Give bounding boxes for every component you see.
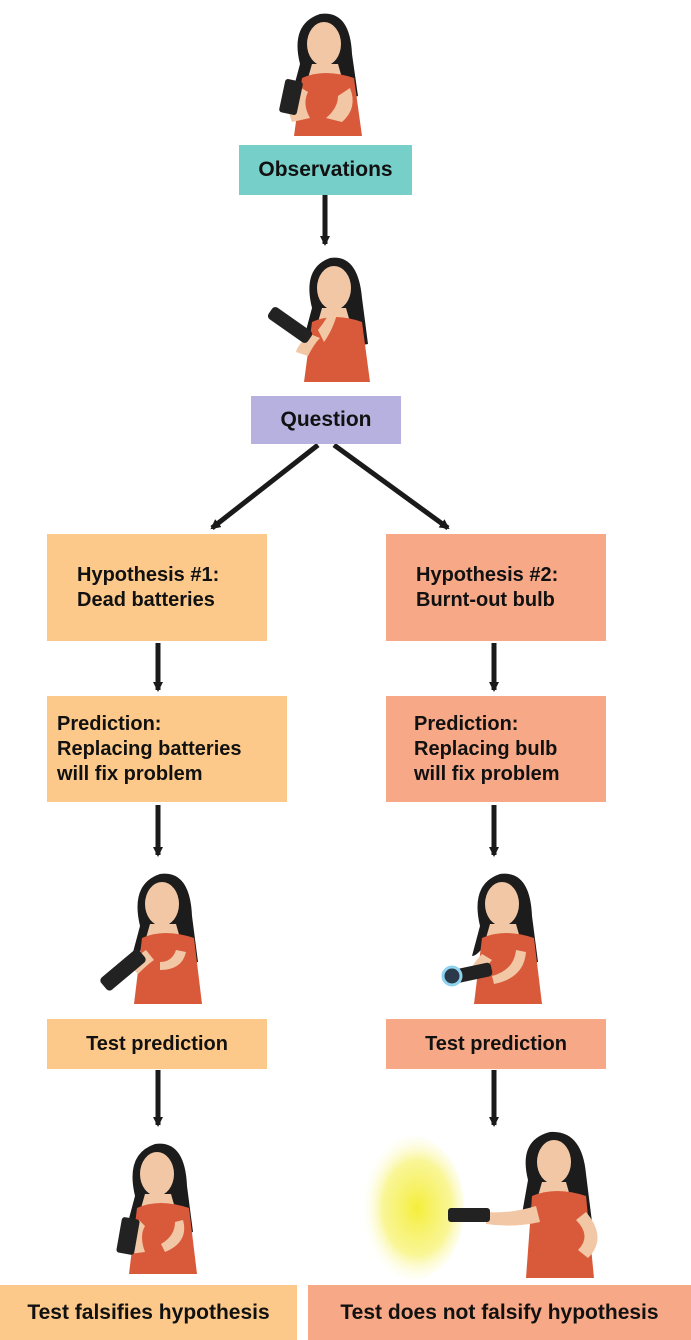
prediction-2-line-2: Replacing bulb — [414, 737, 558, 760]
prediction-2-title: Prediction: — [414, 712, 519, 735]
person-examining-flashlight-icon — [279, 13, 362, 136]
hypothesis-2-box: Hypothesis #2: Burnt-out bulb — [386, 534, 606, 641]
prediction-2-box: Prediction: Replacing bulb will fix prob… — [386, 696, 606, 802]
person-flashlight-off-icon — [116, 1143, 197, 1274]
prediction-1-title: Prediction: — [57, 712, 162, 735]
person-thinking-icon — [267, 257, 370, 382]
prediction-1-line-3: will fix problem — [57, 762, 203, 785]
question-box: Question — [251, 396, 401, 444]
result-2-box: Test does not falsify hypothesis — [308, 1285, 691, 1340]
result-1-box: Test falsifies hypothesis — [0, 1285, 297, 1340]
prediction-1-line-2: Replacing batteries — [57, 737, 242, 760]
hypothesis-1-title: Hypothesis #1: — [77, 563, 220, 586]
arrow-question-to-hyp1 — [210, 443, 320, 530]
hypothesis-2-text: Burnt-out bulb — [416, 588, 555, 611]
hypothesis-1-box: Hypothesis #1: Dead batteries — [47, 534, 267, 641]
hypothesis-1-text: Dead batteries — [77, 588, 215, 611]
person-replacing-bulb-icon — [441, 873, 542, 1004]
observations-box: Observations — [239, 145, 412, 195]
person-replacing-batteries-icon — [100, 873, 202, 1004]
person-flashlight-on-icon — [360, 1131, 598, 1280]
prediction-2-line-3: will fix problem — [414, 762, 560, 785]
prediction-1-box: Prediction: Replacing batteries will fix… — [47, 696, 287, 802]
hypothesis-2-title: Hypothesis #2: — [416, 563, 559, 586]
test-prediction-2-box: Test prediction — [386, 1019, 606, 1069]
arrow-question-to-hyp2 — [332, 442, 450, 531]
test-prediction-1-box: Test prediction — [47, 1019, 267, 1069]
light-beam — [360, 1136, 464, 1280]
